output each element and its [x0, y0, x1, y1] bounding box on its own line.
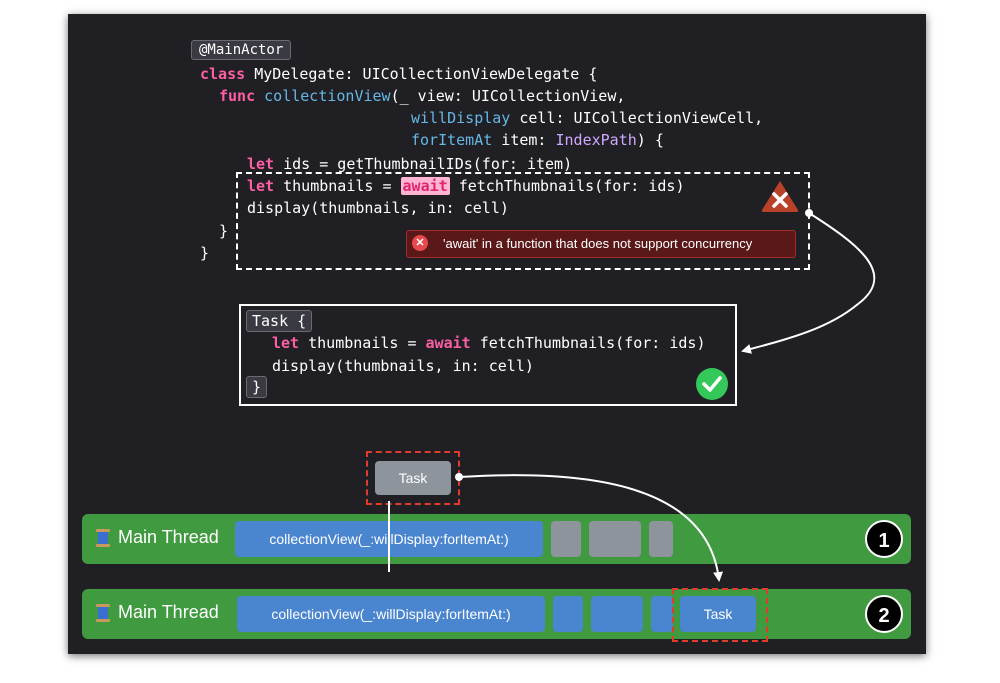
error-message-text: 'await' in a function that does not supp…	[443, 236, 753, 251]
work-block	[649, 521, 673, 557]
spool-icon	[96, 529, 110, 547]
code-line-foritemat: forItemAt item: IndexPath) {	[411, 131, 664, 149]
thread-label: Main Thread	[118, 602, 219, 622]
flow-arrows	[388, 209, 876, 582]
error-highlight-box	[236, 172, 810, 270]
task-code-line-thumbnails: let thumbnails = await fetchThumbnails(f…	[272, 334, 706, 352]
code-line-willdisplay: willDisplay cell: UICollectionViewCell,	[411, 109, 764, 127]
task-chip-label: Task	[375, 461, 451, 495]
code-line-thumbnails: let thumbnails = await fetchThumbnails(f…	[247, 177, 685, 195]
await-highlight: await	[400, 177, 450, 195]
code-line-ids: let ids = getThumbnailIDs(for: item)	[247, 155, 573, 173]
spool-icon	[96, 604, 110, 622]
thread-label: Main Thread	[118, 527, 219, 547]
work-block	[589, 521, 641, 557]
main-thread-row-2: Main Thread collectionView(_:willDisplay…	[82, 589, 911, 639]
task-code-line-display: display(thumbnails, in: cell)	[272, 357, 534, 375]
task-highlight-box	[672, 588, 768, 642]
diagram-panel: @MainActor class MyDelegate: UICollectio…	[68, 14, 926, 654]
work-block	[551, 521, 581, 557]
error-circle-icon: ✕	[412, 235, 428, 251]
code-close-outer: }	[200, 244, 210, 262]
task-block: Task	[680, 596, 756, 632]
step-number-badge: 2	[865, 595, 903, 633]
collectionview-block: collectionView(_:willDisplay:forItemAt:)	[237, 596, 545, 632]
main-actor-attribute: @MainActor	[191, 40, 292, 60]
error-triangle-icon	[761, 181, 799, 212]
task-chip: Task	[366, 451, 460, 505]
task-open: Task {	[246, 310, 313, 332]
work-block	[553, 596, 583, 632]
arrow-to-task-box	[741, 212, 876, 354]
work-block	[651, 596, 673, 632]
work-block	[591, 596, 643, 632]
checkmark-circle-icon	[696, 368, 728, 400]
code-line-display: display(thumbnails, in: cell)	[247, 199, 509, 217]
step-number-badge: 1	[865, 520, 903, 558]
task-close: }	[246, 376, 268, 398]
task-code-box	[239, 304, 737, 406]
code-line-class: class MyDelegate: UICollectionViewDelega…	[200, 65, 598, 83]
error-message-badge: ✕ 'await' in a function that does not su…	[406, 230, 796, 258]
code-line-func: func collectionView(_ view: UICollection…	[219, 87, 626, 105]
code-close-inner: }	[219, 222, 229, 240]
arrow-to-task-block	[458, 474, 724, 582]
